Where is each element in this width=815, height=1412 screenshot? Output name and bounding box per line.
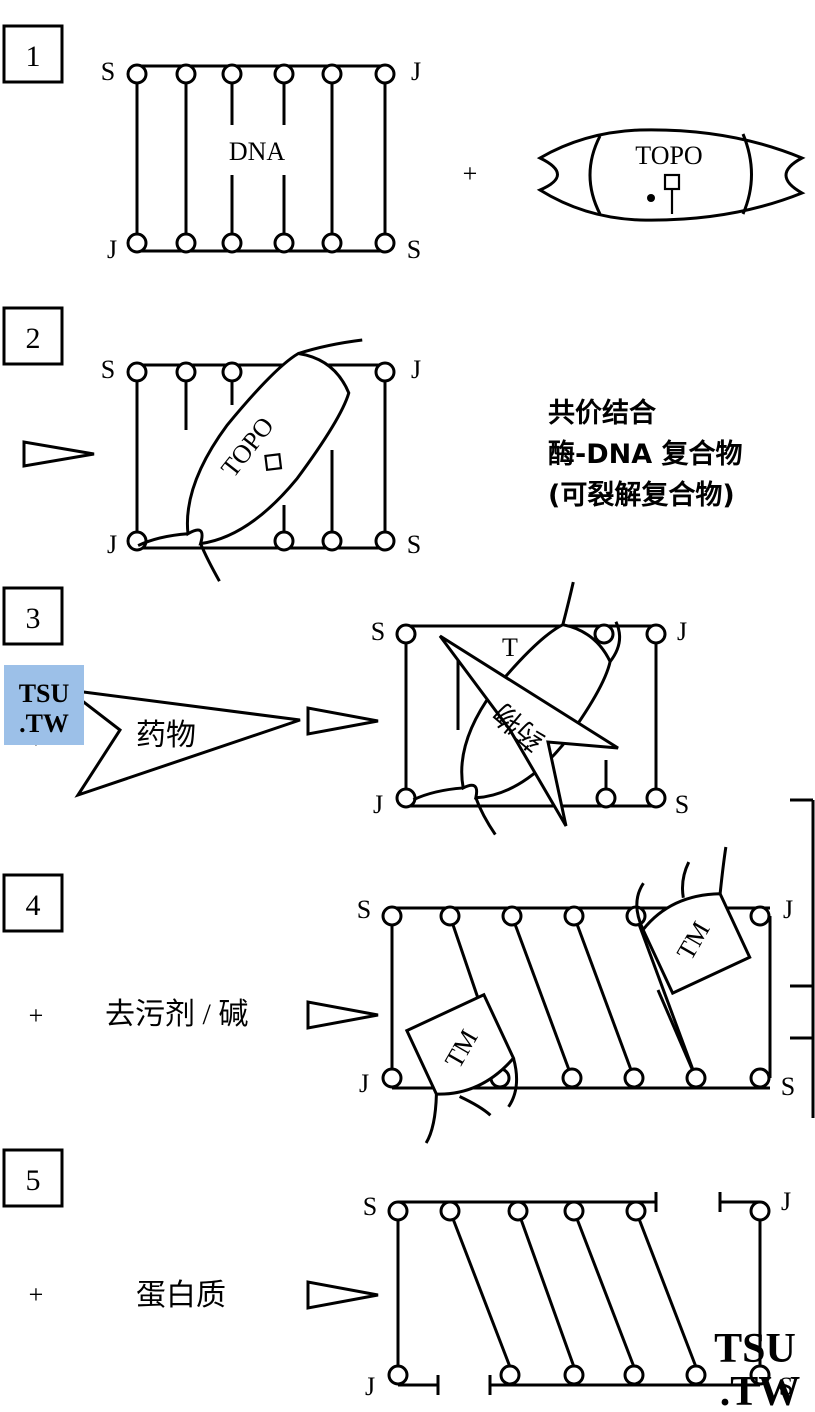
step-number-box [2,586,64,646]
denatured-dna: TM TM [381,846,772,1144]
step-number-box [2,1148,64,1208]
dna-duplex: DNA [126,63,396,254]
arrow-icon [306,1000,379,1030]
cleaved-dna [387,1192,771,1395]
step-3: 3 + 药物 T [2,581,689,836]
strand-end-s: S [407,235,421,264]
strand-end-j: J [677,617,687,646]
strand-end-s: S [675,790,689,819]
arrow-icon [306,706,379,736]
watermark-line: TSU [714,1326,796,1372]
watermark-line: .TW [720,1369,801,1412]
active-site-square [663,173,681,191]
complex-note-line: 酶-DNA 复合物 [548,438,743,470]
drug-label: 药物 [136,719,196,752]
step-5: 5 + 蛋白质 S J J S [2,1148,793,1401]
topo-label: TOPO [635,141,702,170]
strand-end-j: J [411,355,421,384]
strand-end-j: J [107,530,117,559]
tm-fragment: TM [404,992,519,1144]
strand-end-s: S [407,530,421,559]
arrow-icon [22,440,95,468]
step-number: 3 [26,602,41,635]
dna-label: DNA [229,137,286,166]
ternary-complex: T 药物 [395,581,667,836]
step-number: 4 [26,889,41,922]
tm-fragment: TM [635,846,752,996]
topo-enzyme: TOPO [536,128,806,222]
plus-sign: + [463,159,478,188]
watermark-logo: TSU .TW [714,1326,800,1412]
strand-end-s: S [779,1372,793,1401]
reagent-label: 蛋白质 [136,1279,226,1312]
step-1: 1 DNA S J J S + T [2,24,806,264]
step-number-box [2,24,64,84]
strand-end-s: S [781,1072,795,1101]
strand-end-s: S [101,355,115,384]
strand-end-j: J [781,1187,791,1216]
step-number: 2 [26,322,41,355]
drug-molecule: 药物 [62,687,301,798]
dna-duplex [126,361,396,552]
strand-end-s: S [371,617,385,646]
strand-end-j: J [359,1069,369,1098]
complex-note-line: 共价结合 [548,397,656,429]
strand-end-j: J [411,57,421,86]
active-site-dot [647,194,655,202]
topo-enzyme: TOPO [137,338,363,582]
step-4: 4 + 去污剂 / 碱 TM [2,798,815,1144]
strand-end-j: J [783,895,793,924]
strand-end-s: S [357,895,371,924]
active-site-square [264,452,283,472]
strand-end-s: S [363,1192,377,1221]
step-number: 1 [26,40,41,73]
step-number: 5 [26,1164,41,1197]
complex-note-line: (可裂解复合物) [548,479,735,511]
watermark-logo: TSU .TW [4,665,84,745]
topo-fragment-label: T [502,633,518,662]
watermark-line: TSU [19,679,70,708]
bracket [790,798,815,1118]
step-number-box [2,306,64,366]
strand-end-s: S [101,57,115,86]
plus-sign: + [29,1280,44,1309]
reagent-label: 去污剂 / 碱 [105,998,248,1031]
plus-sign: + [29,1001,44,1030]
strand-end-j: J [373,790,383,819]
arrow-icon [306,1280,379,1310]
step-2: 2 S J J S TOPO 共价结合 酶- [2,306,743,582]
strand-end-j: J [107,235,117,264]
strand-end-j: J [365,1372,375,1401]
step-number-box [2,873,64,933]
watermark-line: .TW [19,709,69,738]
